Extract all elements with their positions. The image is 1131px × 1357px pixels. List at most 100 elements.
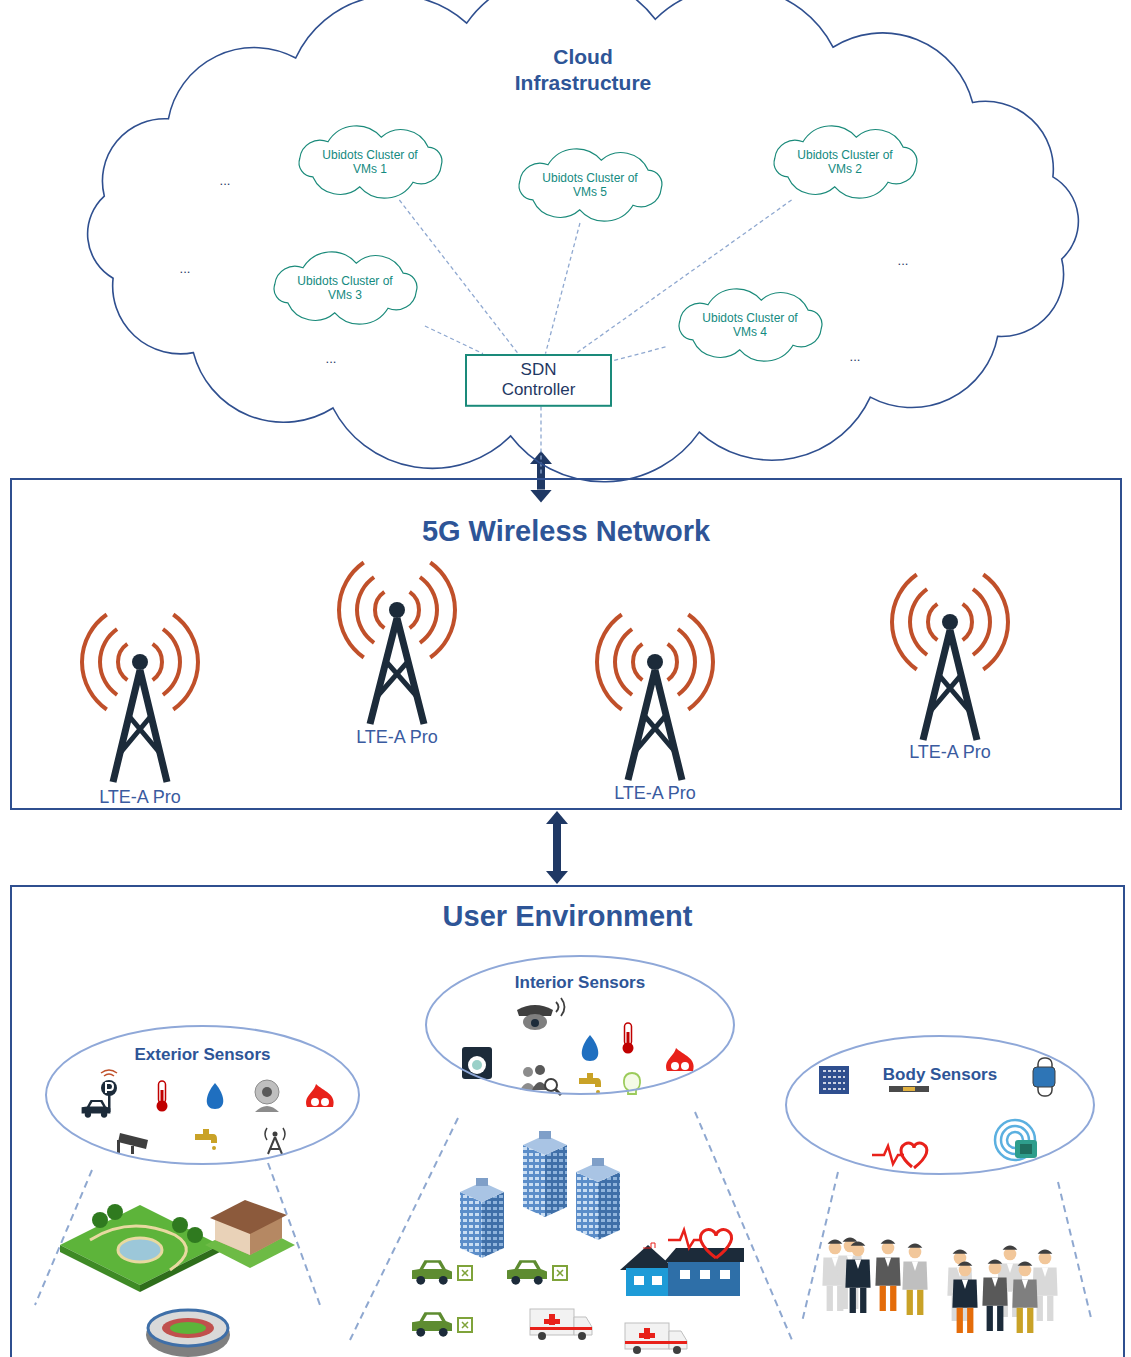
radio-tower — [339, 562, 455, 724]
sensor-group-ellipse-outline — [45, 1025, 360, 1165]
node-title: Ubidots Cluster of VMs 3 — [295, 274, 395, 303]
person-figure — [845, 1242, 870, 1313]
parking-sign-icon — [101, 1070, 117, 1112]
water-drop-icon — [207, 1083, 224, 1109]
radio-tower — [597, 614, 713, 780]
heart-pulse-icon — [872, 1143, 927, 1168]
controller-box-shape — [466, 355, 611, 406]
tower-label: LTE-A Pro — [614, 783, 696, 804]
people-search-icon — [520, 1065, 561, 1095]
water-drop-icon — [582, 1035, 599, 1061]
circuit-icon — [553, 1266, 567, 1280]
ambulance-illustration — [530, 1309, 592, 1340]
node-title: Ubidots Cluster of VMs 2 — [795, 148, 895, 177]
faucet-icon — [195, 1129, 217, 1150]
tower-label: LTE-A Pro — [356, 727, 438, 748]
dashed-link — [425, 326, 483, 354]
node-title: Cloud Infrastructure — [498, 44, 668, 94]
vm-cluster-cloud-outline — [261, 250, 430, 326]
network-band-shape — [11, 479, 1121, 809]
double-arrow — [553, 824, 561, 871]
sensor-group-ellipse-shape — [786, 1036, 1094, 1174]
vm-cluster-cloud-shape — [299, 126, 442, 198]
tower-label: LTE-A Pro — [909, 742, 991, 763]
node-title: Ubidots Cluster of VMs 4 — [700, 311, 800, 340]
ellipsis-mark: ... — [850, 349, 861, 364]
leader-lines — [35, 1112, 1092, 1340]
vm-cluster-cloud-outline — [286, 124, 455, 200]
sensor-group-ellipse: Interior Sensors — [425, 955, 735, 1095]
ambulance-illustration — [625, 1323, 687, 1354]
skyscraper-illustration — [460, 1178, 504, 1258]
environment-band-outline — [10, 885, 1125, 1357]
vm-cluster-cloud: Ubidots Cluster of VMs 2 — [761, 124, 930, 200]
sensor-group-ellipse-shape — [426, 956, 734, 1094]
bulb-icon — [624, 1073, 640, 1094]
webcam-icon — [255, 1080, 279, 1112]
ellipsis-mark: ... — [898, 253, 909, 268]
car-icon — [412, 1312, 452, 1336]
vm-cluster-cloud: Ubidots Cluster of VMs 3 — [261, 250, 430, 326]
network-band: 5G Wireless Network — [10, 478, 1122, 810]
node-title: Body Sensors — [883, 1065, 997, 1085]
cloud-region-outline — [58, 0, 1108, 480]
stadium-illustration — [146, 1310, 230, 1357]
ellipsis-mark: ... — [180, 261, 191, 276]
vm-cluster-cloud-outline — [761, 124, 930, 200]
ellipsis-mark: ... — [220, 173, 231, 188]
flame-icon — [666, 1048, 694, 1071]
flame-icon — [306, 1084, 334, 1107]
radio-tower — [892, 574, 1008, 740]
node-title: SDN Controller — [484, 360, 594, 401]
car-icon — [507, 1260, 547, 1284]
radio-tower — [82, 614, 198, 782]
car-icon — [82, 1100, 111, 1118]
double-arrow — [537, 464, 545, 490]
sensor-group-ellipse: Body Sensors — [785, 1035, 1095, 1175]
vm-cluster-cloud-shape — [519, 149, 662, 221]
vm-cluster-cloud-shape — [774, 126, 917, 198]
vm-cluster-cloud-outline — [666, 287, 835, 363]
thermometer-icon — [623, 1023, 634, 1054]
person-figure — [875, 1240, 900, 1311]
dashed-link — [545, 223, 579, 354]
skyscraper-illustration — [523, 1131, 567, 1217]
controller-box-outline — [465, 354, 612, 407]
band-sensor-icon — [889, 1086, 929, 1092]
faucet-icon — [579, 1073, 601, 1094]
sensor-group-ellipse: Exterior Sensors — [45, 1025, 360, 1165]
antenna-icon — [265, 1128, 285, 1154]
circuit-icon — [458, 1266, 472, 1280]
dashed-link — [576, 200, 792, 354]
cloud-region-shape — [88, 0, 1079, 482]
dome-camera-icon — [517, 998, 565, 1030]
vm-cluster-cloud: Ubidots Cluster of VMs 1 — [286, 124, 455, 200]
sensor-group-ellipse-outline — [785, 1035, 1095, 1175]
person-figure — [1012, 1262, 1037, 1333]
vm-cluster-cloud-shape — [274, 252, 417, 324]
tower-label: LTE-A Pro — [99, 787, 181, 808]
cctv-icon — [117, 1133, 148, 1154]
chip-icon — [819, 1066, 849, 1094]
park-illustration — [60, 1204, 220, 1292]
sensor-group-ellipse-shape — [46, 1026, 359, 1164]
dashed-link — [612, 347, 666, 361]
node-title: Interior Sensors — [515, 973, 645, 993]
node-title: Ubidots Cluster of VMs 5 — [540, 171, 640, 200]
environment-band: Exterior Sensors Interior SensorsBody Sen… — [10, 885, 1125, 1357]
dashed-link — [399, 200, 518, 354]
node-title: Exterior Sensors — [134, 1045, 270, 1065]
watch-icon — [1033, 1058, 1055, 1096]
washer-icon — [462, 1047, 492, 1079]
person-figure — [902, 1244, 927, 1315]
node-title: 5G Wireless Network — [422, 514, 710, 549]
node-title: User Environment — [443, 899, 693, 934]
network-band-outline — [10, 478, 1122, 810]
vm-cluster-cloud: Ubidots Cluster of VMs 5 — [506, 147, 675, 223]
environment-band-shape — [11, 886, 1124, 1357]
vm-cluster-cloud: Ubidots Cluster of VMs 4 — [666, 287, 835, 363]
person-figure — [952, 1262, 977, 1333]
car-icon — [412, 1260, 452, 1284]
